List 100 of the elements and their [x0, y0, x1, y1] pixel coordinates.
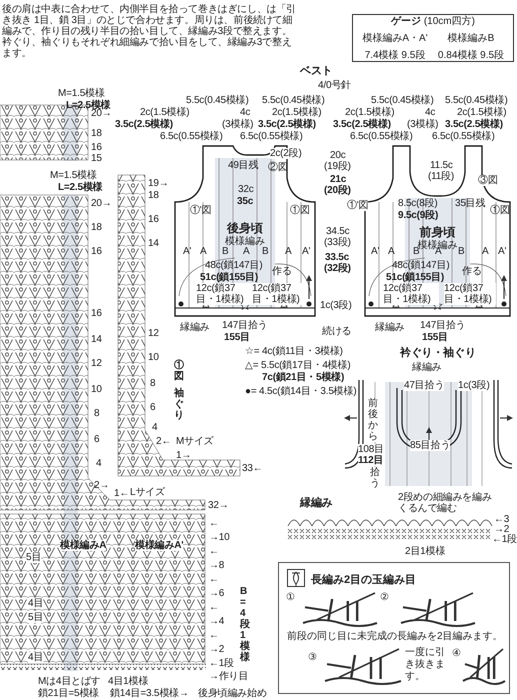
figure-reference: ①'図 [347, 200, 368, 211]
step-number: ② [380, 592, 389, 603]
dimension-label: 12c(鎖37目・1模様) [252, 283, 304, 305]
figure-reference: ③図 [478, 175, 498, 186]
row-number: 12 [148, 328, 159, 339]
column-letter: A' [302, 246, 310, 257]
dimension-label: 11.5c [430, 160, 453, 171]
note-text: 作る [462, 266, 482, 277]
row-number: ←3 [494, 514, 510, 525]
row-number: →作り目 [209, 671, 248, 682]
column-letter: B [413, 246, 420, 257]
stitch-count: 4目 [28, 652, 44, 663]
column-letter: A' [498, 246, 506, 257]
dimension-label: 2c(1.5模様) [272, 107, 322, 118]
note-text: 2段めの細編みを編みくるんで編む [398, 492, 493, 514]
dimension-label: 12c(鎖37目・1模様) [444, 283, 496, 305]
row-number: 14 [148, 238, 159, 249]
column-letter: A [435, 246, 442, 257]
repeat-label: B=4段1模様 [240, 586, 250, 663]
dimension-label: 34.5c [326, 226, 350, 237]
dimension-label: 2c(1.5模様) [345, 107, 394, 118]
row-number: →8 [209, 560, 224, 571]
column-letter: B [222, 246, 228, 257]
dimension-label: 48c(鎖147目) [205, 260, 262, 271]
dimension-label: 21c [330, 174, 346, 185]
dimension-label: 35c [237, 196, 254, 207]
note-text: 4目1模様 [108, 676, 148, 687]
size-label: M=1.5模様 [58, 88, 105, 99]
stitch-count: 108目 [358, 444, 384, 455]
note-text: 続ける [322, 326, 352, 337]
column-letter: B [262, 246, 268, 257]
dimension-label: 3.5c(2.5模様) [333, 119, 391, 130]
column-letter: B [458, 246, 464, 257]
row-number: 4 [96, 458, 102, 469]
size-label: L=2.5模様 [58, 182, 102, 193]
dimension-label: 32c [238, 184, 254, 195]
dimension-label: 5.5c(0.45模様) [371, 95, 434, 106]
dimension-label: (33段) [324, 237, 351, 248]
column-letter: A' [371, 246, 380, 257]
pattern-label: 縁編み [412, 362, 442, 373]
stitch-count: 35目残 [455, 198, 486, 209]
row-number: 8 [94, 408, 100, 419]
figure-reference: ①図 [174, 360, 184, 382]
dimension-label: 5.5c(0.45模様) [186, 95, 249, 106]
row-number: 14 [91, 334, 102, 345]
section-heading: 縁編み [300, 498, 332, 509]
row-number: 4 [152, 422, 158, 433]
dimension-label: 12c(鎖37目・1模様) [383, 283, 439, 305]
note-text: 後身頃編み始め [198, 688, 267, 699]
stitch-count: 155目 [422, 332, 448, 343]
dimension-label: 5.5c(0.45模様) [262, 95, 325, 106]
row-number: 12 [91, 358, 102, 369]
dimension-label: 51c(鎖155目) [386, 272, 444, 283]
dimension-label: 1c(3段) [320, 300, 352, 311]
row-number: 32→ [208, 500, 229, 511]
row-number: 19→ [148, 178, 169, 189]
dimension-label: 33.5c [325, 252, 350, 263]
pattern-label: 縁編み [180, 322, 210, 333]
column-letter: A [482, 246, 488, 257]
dimension-label: 2c(1.5模様) [140, 107, 190, 118]
note-text: Mは4目とばす [38, 676, 100, 687]
figure-reference: ①図 [490, 205, 510, 216]
stitch-count: 147目拾う [420, 320, 466, 331]
column-letter: A [285, 246, 292, 257]
column-letter: A' [183, 246, 192, 257]
row-number: 18 [148, 190, 159, 201]
dimension-label: 6.5c(0.55模様) [350, 131, 413, 142]
instruction-text: 後の肩は中表に合わせて、内側半目を拾って巻きはぎにし、は「引き抜き 1目、鎖 3目」のとじで合わせます。周りは、前後続けて細編みで、作り目の残り半目の拾い目して、縁編み3段で整えます。衿ぐり、袖ぐりもそれぞれ細編みで拾い目をして、縁編み3で整えます。 [2, 4, 298, 59]
stitch-count: 49目残 [228, 160, 258, 171]
dimension-label: 2c(2段) [270, 148, 302, 159]
dimension-label: 3.5c(2.5模様) [115, 119, 173, 130]
row-number: 16 [91, 308, 102, 319]
row-number: ←1段 [492, 534, 517, 545]
note-text: 作る [272, 266, 292, 277]
note-text: 鎖21目=5模様 [38, 688, 99, 699]
row-number: ← [209, 630, 219, 641]
size-label: Lサイズ [130, 487, 165, 498]
dimension-label: 4c [425, 107, 436, 118]
column-letter: A [243, 246, 250, 257]
row-number: ← [209, 574, 219, 585]
row-number: 16 [148, 214, 159, 225]
row-number: 18 [91, 128, 102, 139]
stitch-count: 85目拾う [410, 440, 450, 451]
step-number: ④ [452, 648, 461, 659]
pattern-label: 模様編みA' [135, 540, 184, 551]
row-number: 20→ [91, 198, 112, 209]
stitch-count: 155目 [224, 332, 250, 343]
stitch-count: 前後から [368, 398, 378, 442]
row-number: 1→ [176, 450, 192, 461]
dimension-label: 1c(3段) [458, 380, 490, 391]
row-number: ← [209, 546, 219, 557]
row-number: 16 [91, 246, 102, 257]
row-number: →2 [209, 644, 224, 655]
symbol-key: ●= 4.5c(鎖14目・3.5模様) [245, 386, 356, 397]
dimension-label: 4c [240, 107, 250, 118]
row-number: →10 [209, 532, 230, 543]
stitch-count: 147目拾う [222, 320, 268, 331]
row-number: 18 [91, 222, 102, 233]
dimension-label: 3.5c(2.5模様) [258, 119, 316, 130]
row-number: 20→ [91, 108, 112, 119]
